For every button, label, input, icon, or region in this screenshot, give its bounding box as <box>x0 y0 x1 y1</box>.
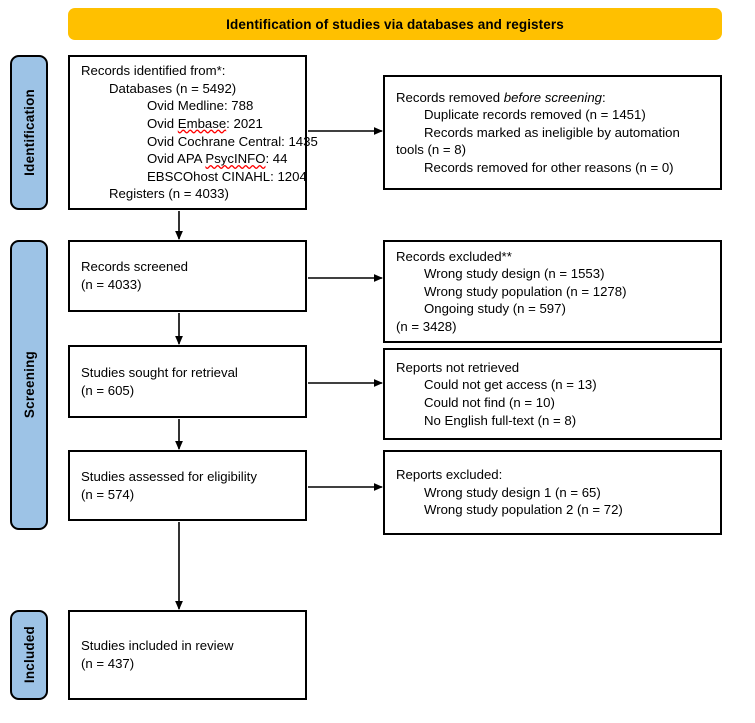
records-identified-registers: Registers (n = 4033) <box>109 186 229 202</box>
source-ovid-embase-word: Embase <box>177 115 227 131</box>
records-removed-title-pre: Records removed <box>396 89 504 105</box>
box-reports-not-retrieved: Reports not retrieved Could not get acce… <box>383 348 722 440</box>
studies-included-title: Studies included in review <box>81 638 234 654</box>
box-studies-included: Studies included in review (n = 437) <box>68 610 307 700</box>
box-studies-sought: Studies sought for retrieval (n = 605) <box>68 345 307 418</box>
records-identified-title: Records identified from*: <box>81 63 226 79</box>
records-removed-item-automation-2: tools (n = 8) <box>396 142 467 158</box>
records-removed-item-other: Records removed for other reasons (n = 0… <box>424 159 674 175</box>
studies-assessed-title: Studies assessed for eligibility <box>81 468 257 484</box>
reports-excluded-item-design: Wrong study design 1 (n = 65) <box>424 484 601 500</box>
records-removed-title-post: : <box>602 89 606 105</box>
stage-included-text: Included <box>21 626 37 684</box>
source-psycinfo-pre: Ovid APA <box>147 151 206 167</box>
stage-label-screening: Screening <box>10 240 48 530</box>
reports-not-retrieved-title: Reports not retrieved <box>396 359 520 375</box>
reports-not-retrieved-item-find: Could not find (n = 10) <box>424 395 555 410</box>
source-ovid-cochrane-central: Ovid Cochrane Central: 1435 <box>147 133 318 149</box>
source-ovid-medline: Ovid Medline: 788 <box>147 98 254 114</box>
source-ovid-embase-post: : 2021 <box>226 115 263 131</box>
stage-identification-text: Identification <box>21 89 37 176</box>
records-excluded-total: (n = 3428) <box>396 318 457 334</box>
records-excluded-item-population: Wrong study population (n = 1278) <box>424 283 627 299</box>
studies-sought-count: (n = 605) <box>81 382 135 398</box>
records-excluded-item-ongoing: Ongoing study (n = 597) <box>424 301 566 317</box>
source-ebscohost-cinahl: EBSCOhost CINAHL: 1204 <box>147 168 307 184</box>
records-identified-databases: Databases (n = 5492) <box>109 80 237 96</box>
box-records-removed: Records removed before screening: Duplic… <box>383 75 722 190</box>
source-ovid-embase-pre: Ovid <box>147 115 178 131</box>
studies-included-count: (n = 437) <box>81 656 135 671</box>
source-psycinfo-post: : 44 <box>265 151 288 167</box>
records-removed-item-automation-1: Records marked as ineligible by automati… <box>424 124 680 140</box>
source-ovid-apa-psycinfo: Ovid APA PsycINFO: 44 <box>81 150 305 168</box>
records-excluded-item-design: Wrong study design (n = 1553) <box>424 266 605 282</box>
reports-not-retrieved-item-english: No English full-text (n = 8) <box>424 412 577 428</box>
box-studies-assessed: Studies assessed for eligibility (n = 57… <box>68 450 307 521</box>
stage-label-identification: Identification <box>10 55 48 210</box>
box-reports-excluded: Reports excluded: Wrong study design 1 (… <box>383 450 722 535</box>
records-screened-title: Records screened <box>81 259 189 275</box>
records-screened-count: (n = 4033) <box>81 277 142 292</box>
stage-label-included: Included <box>10 610 48 700</box>
reports-excluded-item-population: Wrong study population 2 (n = 72) <box>424 502 623 518</box>
banner-label: Identification of studies via databases … <box>226 16 564 32</box>
studies-sought-title: Studies sought for retrieval <box>81 364 238 380</box>
stage-screening-text: Screening <box>21 351 37 419</box>
box-records-identified: Records identified from*: Databases (n =… <box>68 55 318 210</box>
reports-not-retrieved-item-access: Could not get access (n = 13) <box>424 377 597 393</box>
source-ovid-embase: Ovid Embase: 2021 <box>81 115 305 133</box>
diagram-banner: Identification of studies via databases … <box>68 8 722 40</box>
records-removed-title: Records removed before screening: <box>396 89 720 107</box>
box-records-excluded: Records excluded** Wrong study design (n… <box>383 240 722 343</box>
records-removed-title-italic: before screening <box>503 89 602 105</box>
records-removed-item-duplicates: Duplicate records removed (n = 1451) <box>424 107 646 123</box>
source-psycinfo-word: PsycINFO <box>205 151 266 167</box>
records-excluded-title: Records excluded** <box>396 248 512 264</box>
studies-assessed-count: (n = 574) <box>81 486 135 502</box>
box-records-screened: Records screened (n = 4033) <box>68 240 307 312</box>
reports-excluded-title: Reports excluded: <box>396 467 503 483</box>
